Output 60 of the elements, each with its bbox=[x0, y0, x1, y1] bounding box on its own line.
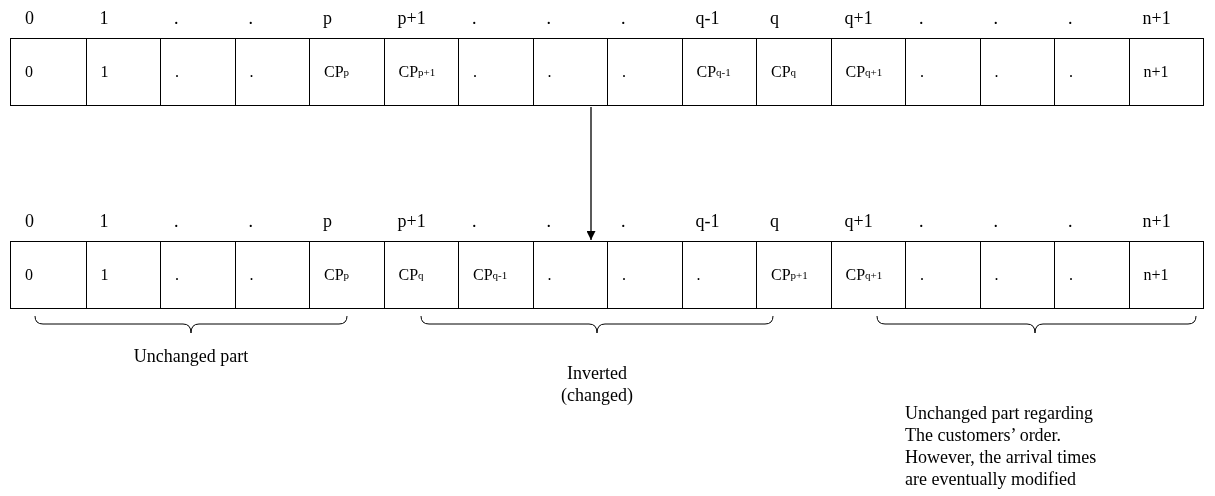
array-cell: . bbox=[1054, 39, 1129, 105]
column-index: . bbox=[993, 8, 998, 28]
column-index: 0 bbox=[25, 211, 34, 231]
column-index: p+1 bbox=[397, 8, 426, 28]
column-index: 1 bbox=[99, 211, 109, 231]
array-cell: . bbox=[979, 242, 1054, 308]
array-cell: . bbox=[458, 39, 533, 105]
column-index: p bbox=[323, 211, 332, 231]
column-index: . bbox=[1068, 211, 1073, 231]
column-index: 0 bbox=[25, 8, 34, 28]
array-cell: . bbox=[160, 39, 235, 105]
column-index: . bbox=[1068, 8, 1073, 28]
array-cell: . bbox=[905, 242, 980, 308]
column-index: . bbox=[472, 211, 477, 231]
array-cell: . bbox=[532, 242, 607, 308]
array-cell: . bbox=[532, 39, 607, 105]
array-cell: 1 bbox=[85, 39, 160, 105]
column-index: . bbox=[993, 211, 998, 231]
table-row bbox=[10, 241, 1204, 309]
column-index: n+1 bbox=[1142, 8, 1171, 28]
column-index: . bbox=[919, 8, 924, 28]
column-index: 1 bbox=[99, 8, 109, 28]
array-cell: . bbox=[607, 242, 682, 308]
array-cell: . bbox=[1054, 242, 1129, 308]
column-index: . bbox=[174, 8, 179, 28]
array-cell: n+1 bbox=[1128, 39, 1203, 105]
column-index: q-1 bbox=[695, 211, 720, 231]
array-cell: 1 bbox=[85, 242, 160, 308]
column-index: q+1 bbox=[844, 211, 873, 231]
array-cell: . bbox=[681, 242, 756, 308]
column-index: . bbox=[919, 211, 924, 231]
column-index: . bbox=[248, 211, 253, 231]
array-cell: . bbox=[905, 39, 980, 105]
column-index: q-1 bbox=[695, 8, 720, 28]
array-cell: . bbox=[160, 242, 235, 308]
array-cell: . bbox=[234, 242, 309, 308]
column-index: . bbox=[546, 8, 551, 28]
array-cell: . bbox=[234, 39, 309, 105]
column-index: n+1 bbox=[1142, 211, 1171, 231]
bracket-caption: Unchanged part bbox=[132, 345, 250, 367]
column-index: . bbox=[174, 211, 179, 231]
column-index: p+1 bbox=[397, 211, 426, 231]
array-cell: 0 bbox=[11, 242, 86, 308]
column-index: . bbox=[472, 8, 477, 28]
arrow bbox=[586, 106, 596, 241]
column-index: . bbox=[621, 211, 626, 231]
table-row bbox=[10, 38, 1204, 106]
bracket-caption: Inverted (changed) bbox=[560, 362, 634, 406]
column-index: q bbox=[770, 211, 779, 231]
array-cell: n+1 bbox=[1128, 242, 1203, 308]
column-index: . bbox=[621, 8, 626, 28]
column-index: p bbox=[323, 8, 332, 28]
column-index: q bbox=[770, 8, 779, 28]
array-cell: . bbox=[979, 39, 1054, 105]
array-cell: 0 bbox=[11, 39, 86, 105]
column-index: . bbox=[248, 8, 253, 28]
column-index: . bbox=[546, 211, 551, 231]
bracket-caption: Unchanged part regarding The customers’ order. However, the arrival times are eventually modified bbox=[905, 402, 1098, 490]
array-cell: . bbox=[607, 39, 682, 105]
column-index: q+1 bbox=[844, 8, 873, 28]
